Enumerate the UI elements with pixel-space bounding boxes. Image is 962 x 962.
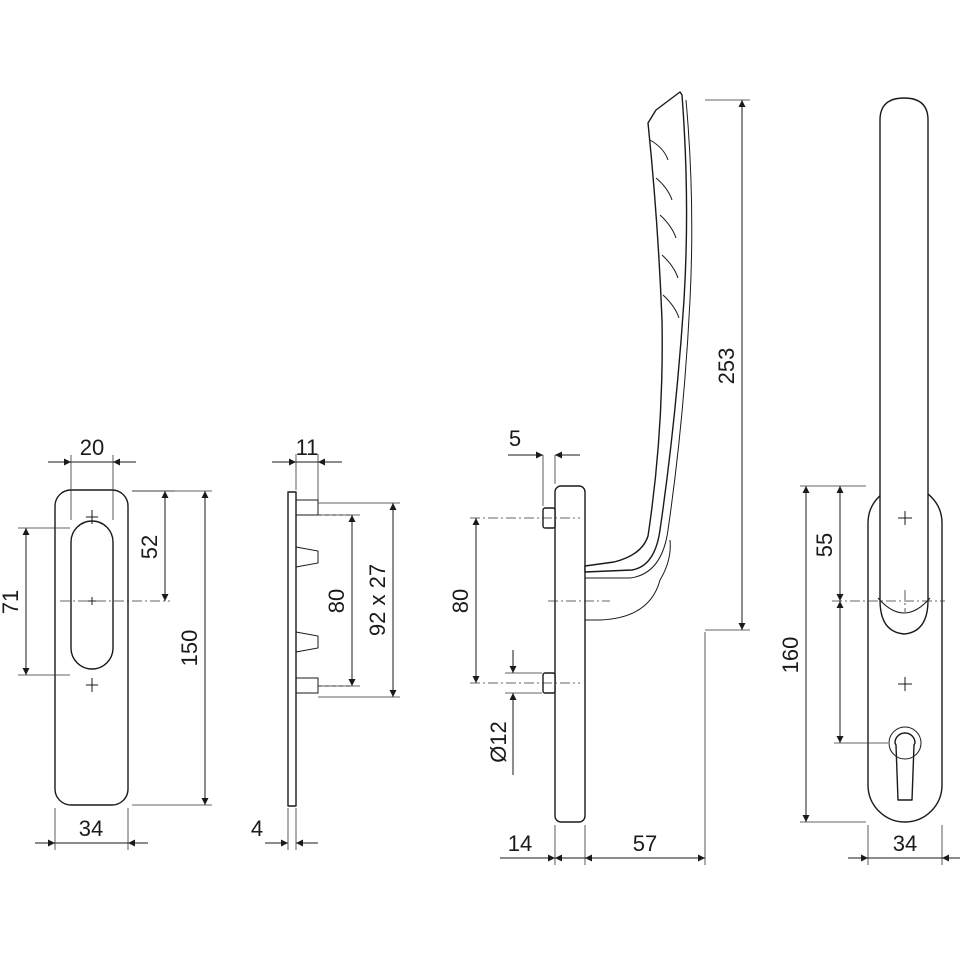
grip-rib-5	[662, 294, 680, 319]
handle-side-view: 5 80 Ø12 14 57 253	[448, 91, 750, 865]
spike-top	[295, 546, 319, 568]
dim-11: 11	[296, 435, 319, 460]
dim-92x27: 92 x 27	[365, 564, 390, 636]
dim-150: 150	[177, 630, 202, 667]
grip-rib-2	[655, 177, 673, 201]
grip-rib-4	[661, 254, 679, 279]
dim-253: 253	[714, 348, 739, 385]
front-plate-view: 20 52 71 150 34	[0, 435, 212, 850]
oval-slot	[70, 520, 114, 670]
dim-71: 71	[0, 590, 23, 614]
lever-inner-line	[585, 99, 693, 579]
keyhole	[894, 732, 916, 801]
dim-4: 4	[251, 816, 263, 841]
screw-mark-top	[86, 510, 98, 524]
dim-80-side: 80	[324, 589, 349, 613]
grip-rib-3	[659, 214, 677, 239]
lever-front	[879, 97, 929, 635]
dim-160: 160	[778, 637, 803, 674]
dim-20: 20	[80, 435, 104, 460]
handle-front-view: 55 160 34	[778, 97, 960, 865]
dim-55: 55	[812, 533, 837, 557]
grip-rib-1	[649, 139, 669, 161]
dim-34-right: 34	[893, 831, 917, 856]
rosette-side	[554, 485, 586, 823]
spike-bottom	[295, 631, 319, 653]
dim-80-handle: 80	[448, 589, 473, 613]
lever-outline	[584, 91, 688, 573]
front-screw-mark-bottom	[898, 677, 912, 691]
dim-12: Ø12	[486, 721, 511, 763]
dim-34-left: 34	[79, 816, 103, 841]
dim-14: 14	[508, 831, 532, 856]
plate-side-outline	[287, 491, 297, 807]
front-screw-mark-top	[898, 511, 912, 525]
dim-52: 52	[137, 535, 162, 559]
side-plate-view: 11 80 92 x 27 4	[251, 435, 400, 850]
dim-57: 57	[633, 831, 657, 856]
dim-5: 5	[509, 426, 521, 451]
screw-mark-bottom	[86, 678, 98, 692]
